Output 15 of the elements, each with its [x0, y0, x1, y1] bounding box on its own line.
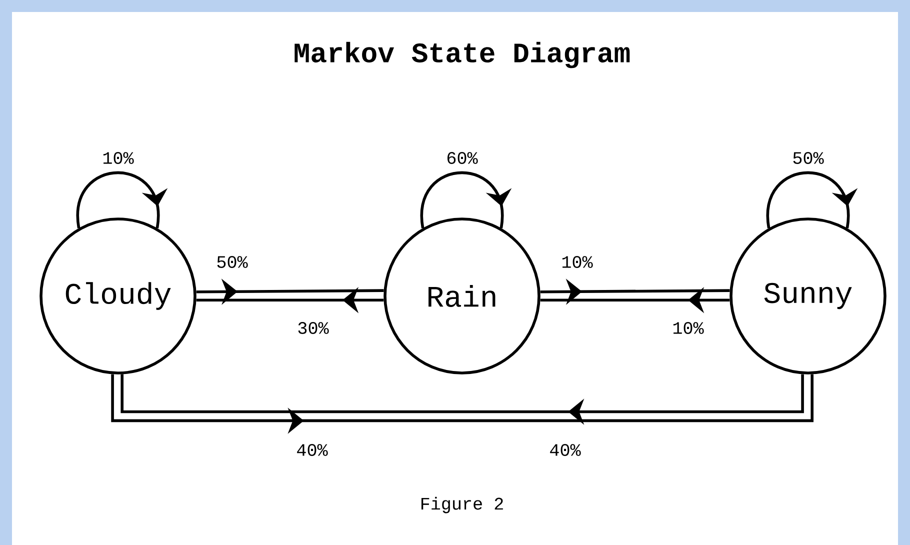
- edge-label: 50%: [790, 150, 826, 166]
- edge-label: 30%: [295, 320, 331, 336]
- title: Markov State Diagram: [294, 42, 630, 68]
- arrow: [120, 374, 804, 425]
- arrow: [76, 171, 168, 228]
- edge-label: 10%: [100, 150, 136, 166]
- edge-label: 40%: [294, 442, 330, 458]
- edge-label: 50%: [214, 254, 250, 270]
- edge-label: 60%: [444, 150, 480, 166]
- edge-label: 10%: [670, 320, 706, 336]
- caption: Figure 2: [421, 496, 503, 514]
- edge-label: 10%: [559, 254, 595, 270]
- arrow: [420, 171, 512, 228]
- arrow: [766, 171, 858, 228]
- edge-label: 40%: [547, 442, 583, 458]
